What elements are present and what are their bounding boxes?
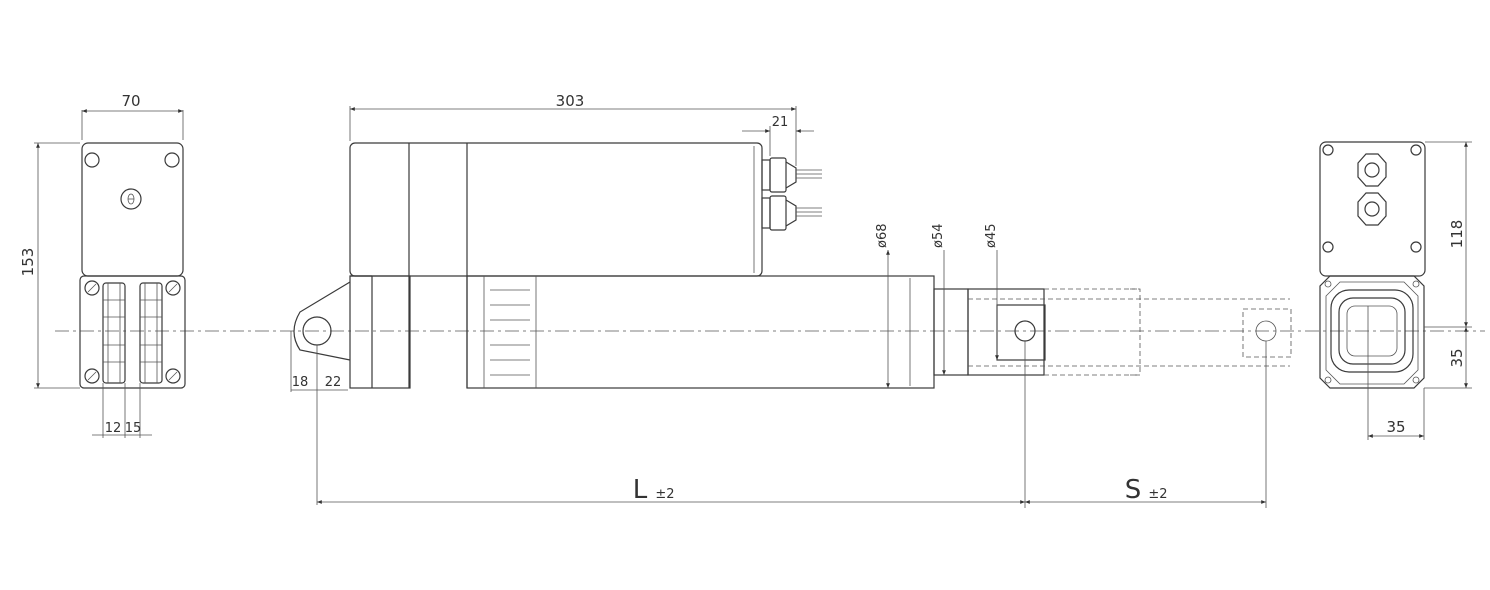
motor-length-label: 303 bbox=[556, 92, 585, 110]
eye-18-label: 18 bbox=[292, 375, 309, 390]
S-symbol: S bbox=[1125, 475, 1142, 505]
dim-lug: 12 15 bbox=[92, 383, 152, 438]
side-view bbox=[293, 142, 1292, 389]
lug-w1-label: 12 bbox=[105, 421, 122, 436]
L-symbol: L bbox=[633, 475, 648, 505]
dim-diameters: ø68 ø54 ø45 bbox=[875, 224, 999, 388]
d68-label: ø68 bbox=[875, 224, 890, 249]
left-end-view bbox=[79, 142, 186, 389]
d54-label: ø54 bbox=[931, 224, 946, 249]
dim-motor-length: 303 bbox=[349, 92, 797, 166]
right-h2-label: 35 bbox=[1448, 348, 1466, 367]
dim-end-width: 70 bbox=[81, 92, 184, 140]
dim-L: L ±2 bbox=[317, 341, 1267, 508]
dim-gland: 21 bbox=[742, 115, 814, 156]
dim-eye: 18 22 bbox=[290, 331, 348, 505]
dim-S: S ±2 bbox=[1025, 475, 1266, 505]
eye-22-label: 22 bbox=[325, 375, 342, 390]
end-height-label: 153 bbox=[19, 248, 37, 277]
L-tolerance: ±2 bbox=[655, 487, 674, 502]
S-tolerance: ±2 bbox=[1148, 487, 1167, 502]
dim-end-height: 153 bbox=[19, 142, 80, 389]
d45-label: ø45 bbox=[984, 224, 999, 249]
gland-label: 21 bbox=[772, 115, 789, 130]
end-width-label: 70 bbox=[121, 92, 140, 110]
dim-right: 118 35 35 bbox=[1367, 141, 1472, 440]
right-h1-label: 118 bbox=[1448, 220, 1466, 249]
lug-w2-label: 15 bbox=[125, 421, 142, 436]
right-w-label: 35 bbox=[1386, 418, 1405, 436]
right-end-view bbox=[1319, 141, 1426, 389]
